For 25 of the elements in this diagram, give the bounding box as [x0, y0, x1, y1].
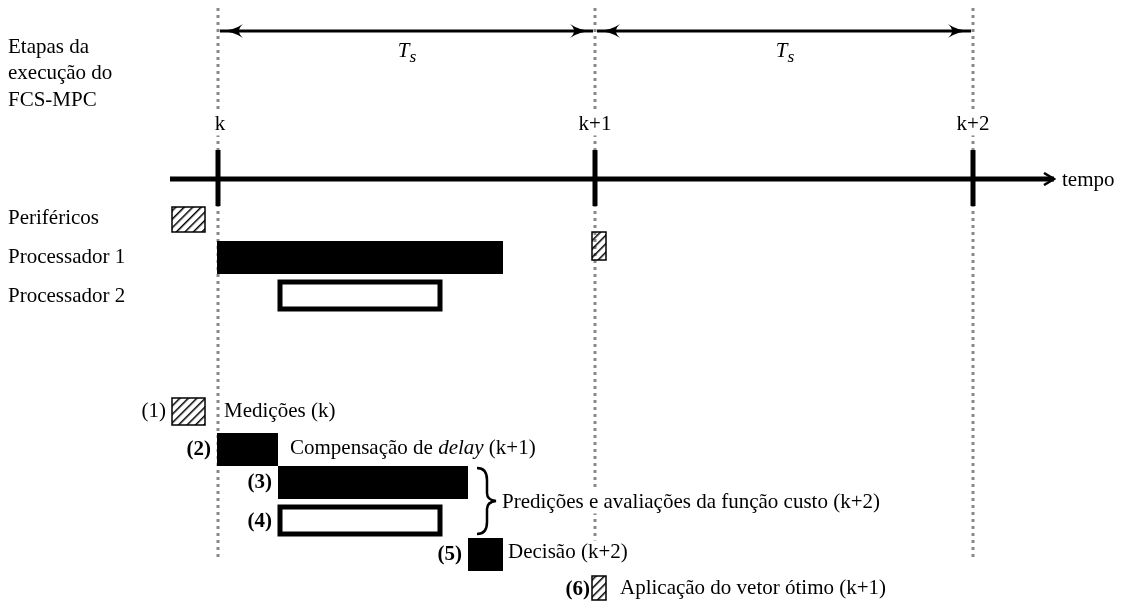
tick-label: k+1 [578, 112, 612, 136]
task-bar [217, 241, 503, 274]
hatched-block [171, 206, 206, 233]
task-bar [468, 538, 503, 571]
step-label: Medições (k) [224, 399, 336, 423]
task-bar [277, 279, 443, 312]
title-text: Etapas da execução do FCS-MPC [8, 32, 114, 112]
step-label: Compensação de delay (k+1) [290, 436, 536, 460]
step-label: Aplicação do vetor ótimo (k+1) [620, 576, 887, 600]
step-label: Predições e avaliações da função custo (k+2) [502, 490, 881, 514]
task-bar [278, 466, 468, 499]
step-number: (6) [565, 577, 590, 601]
step-number: (1) [141, 399, 166, 423]
hatched-block [591, 231, 607, 261]
tick-label: k+2 [956, 112, 990, 136]
step-number: (2) [186, 437, 211, 461]
step-number: (4) [247, 509, 272, 533]
task-bar [217, 433, 278, 466]
step-label: Decisão (k+2) [508, 540, 628, 564]
hatched-block [591, 575, 607, 601]
task-bar [277, 504, 443, 537]
step-number: (5) [437, 542, 462, 566]
hatched-block [171, 397, 206, 426]
tick-label: k [214, 112, 226, 136]
step-number: (3) [247, 470, 272, 494]
